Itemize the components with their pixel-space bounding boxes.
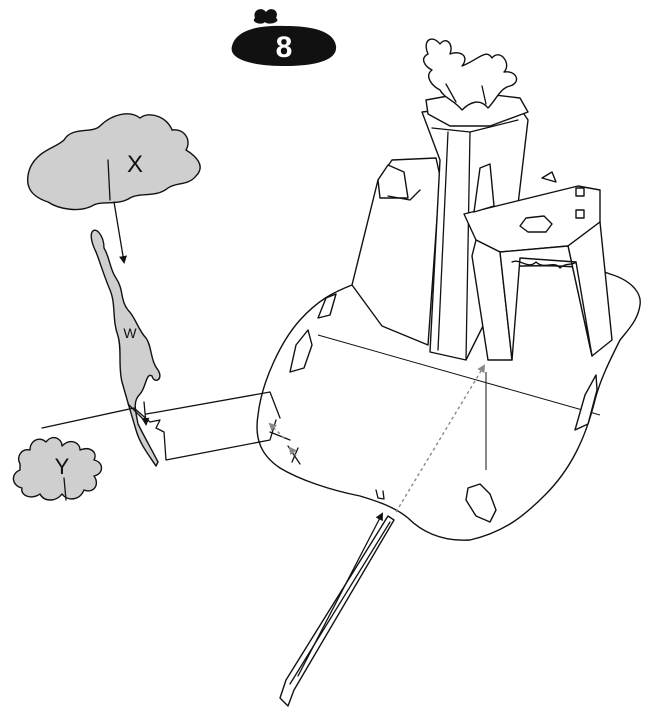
part-x-label: X — [127, 151, 143, 178]
arrow-x-down — [114, 202, 124, 262]
step-number: 8 — [276, 31, 293, 64]
step-badge: 8 — [232, 9, 337, 66]
part-y-bush: Y — [13, 438, 101, 500]
part-w-label: W — [123, 325, 137, 341]
part-x-cloud: X — [28, 114, 200, 210]
badge-splash-icon — [254, 9, 278, 24]
part-w-rock: W — [91, 230, 160, 466]
part-y-label: Y — [55, 454, 70, 479]
